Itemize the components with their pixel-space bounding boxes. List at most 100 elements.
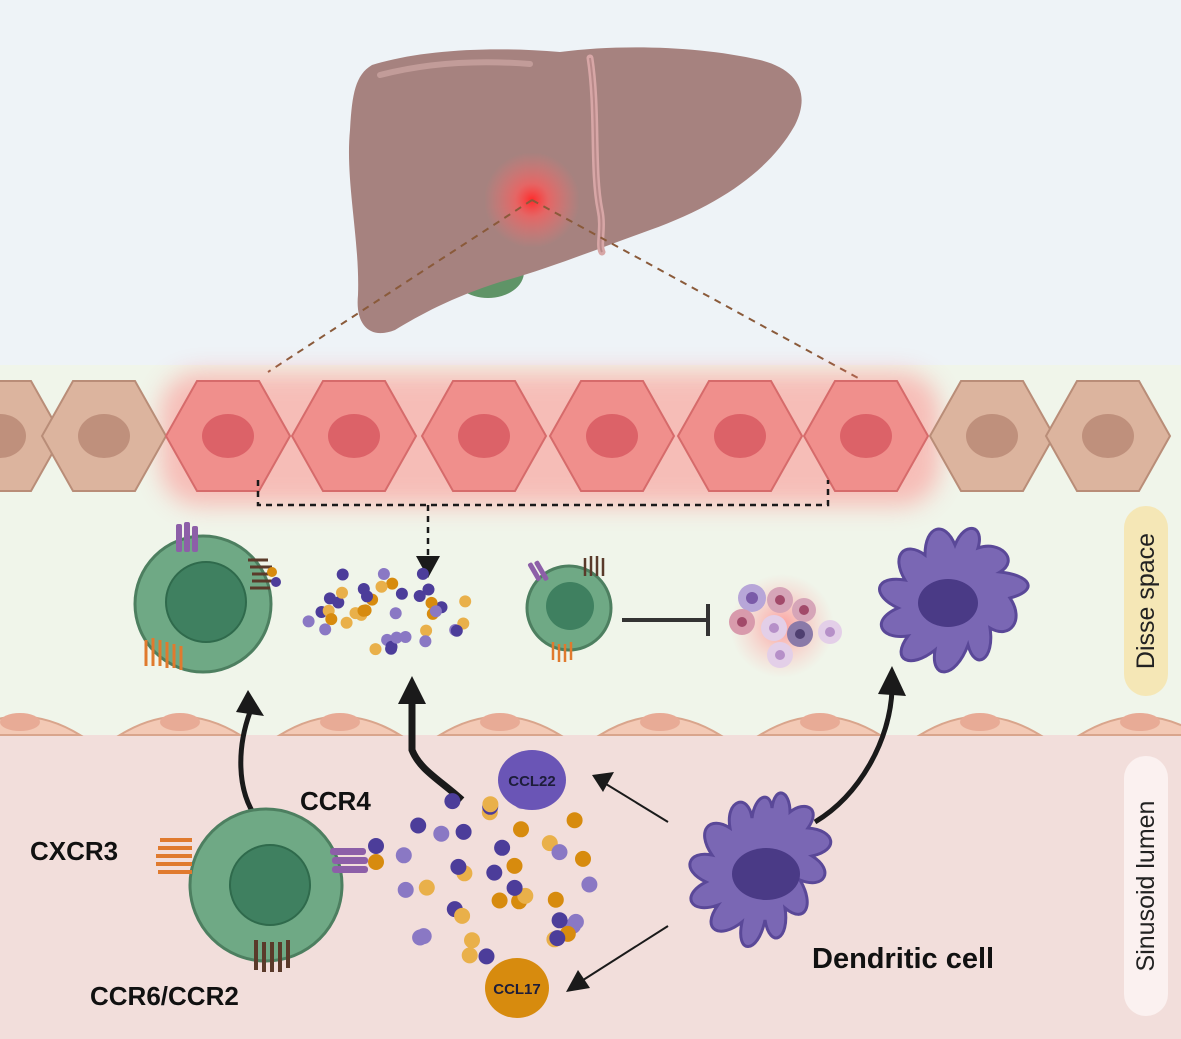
chemokine-dot-icon xyxy=(444,793,461,810)
endothelial-cell-row xyxy=(0,713,1181,736)
chemokine-dot-icon xyxy=(551,912,568,929)
ccl22-bubble: CCL22 xyxy=(498,750,566,810)
release-arrowhead xyxy=(416,556,440,578)
chemokine-dot-icon xyxy=(386,577,399,590)
chemokine-dot-icon xyxy=(422,583,435,596)
chemokine-dot-icon xyxy=(567,913,584,930)
chemokine-dot-icon xyxy=(410,817,427,834)
chemokine-dot-icon xyxy=(397,881,414,898)
chemokine-dot-icon xyxy=(332,596,345,609)
endothelial-cell-icon xyxy=(1076,713,1181,736)
disse-space-label: Disse space xyxy=(1132,533,1160,669)
arrow-head-tcell xyxy=(236,690,264,716)
arrow-head-ccl17 xyxy=(566,970,590,992)
chemokine-dot-icon xyxy=(336,586,348,599)
dendritic-cell-nucleus xyxy=(732,848,800,900)
chemokine-dot-icon xyxy=(385,642,398,655)
hepatocyte-icon xyxy=(290,380,418,492)
hepatocyte-icon xyxy=(676,380,804,492)
ccr4-label: CCR4 xyxy=(300,786,371,816)
chemokine-dot-icon xyxy=(486,864,503,881)
receptor-icon xyxy=(176,522,198,552)
endothelial-cell-icon xyxy=(436,713,564,736)
chemokine-dot-icon xyxy=(420,624,433,637)
endothelial-cell-icon xyxy=(0,713,84,736)
hepatocyte-icon xyxy=(420,380,548,492)
chemokine-dot-icon xyxy=(547,891,564,908)
disse-space-pill xyxy=(1124,506,1168,696)
endothelial-cell-icon xyxy=(756,713,884,736)
chemokine-dot-icon xyxy=(491,892,508,909)
chemokine-cloud-disse xyxy=(302,567,472,656)
dendritic-cell-lumen xyxy=(688,791,833,948)
zoom-line-right xyxy=(531,199,859,379)
endothelial-cell-icon xyxy=(916,713,1044,736)
t-cell-nucleus xyxy=(546,582,594,630)
chemokine-dot-icon xyxy=(461,947,478,964)
chemokine-dot-icon xyxy=(377,568,390,580)
dendritic-cell-nucleus xyxy=(918,579,978,627)
chemokine-dot-icon xyxy=(271,577,281,587)
t-cell-disse-middle xyxy=(525,556,613,662)
arrow-icon xyxy=(813,689,895,825)
chemokine-dot-icon xyxy=(551,844,568,861)
chemokine-dot-icon xyxy=(302,615,315,628)
chemokine-dot-icon xyxy=(368,854,384,870)
chemokine-dot-icon xyxy=(319,623,332,636)
t-cell-nucleus xyxy=(229,844,311,926)
sinusoid-lumen-pill xyxy=(1124,756,1168,1016)
chemokine-dot-icon xyxy=(450,858,467,875)
chemokine-cloud-lumen xyxy=(395,792,598,965)
chemokine-dot-icon xyxy=(433,825,450,842)
arrow-head-chemokines xyxy=(398,676,426,704)
ccl17-bubble: CCL17 xyxy=(485,958,549,1018)
receptor-icon xyxy=(551,642,573,662)
receptor-icon xyxy=(330,848,368,873)
chemokine-dot-icon xyxy=(413,590,426,602)
chemokine-dot-icon xyxy=(375,580,388,593)
ccr6-ccr2-label: CCR6/CCR2 xyxy=(90,981,239,1011)
endothelial-cell-icon xyxy=(596,713,724,736)
chemokine-dot-icon xyxy=(418,879,435,896)
endothelial-cell-icon xyxy=(276,713,404,736)
receptor-icon xyxy=(248,558,274,590)
t-cell-lumen xyxy=(156,807,384,972)
chemokine-dot-icon xyxy=(581,876,598,893)
hepatocyte-row xyxy=(0,380,1172,492)
arrow-head-dc xyxy=(878,666,906,696)
ccl17-label: CCL17 xyxy=(493,981,541,998)
chemokine-dot-icon xyxy=(369,643,382,656)
chemokine-dot-icon xyxy=(464,932,480,949)
hepatocyte-icon xyxy=(1044,380,1172,492)
chemokine-dot-icon xyxy=(549,930,566,947)
receptor-icon xyxy=(528,560,549,581)
zoom-line-left xyxy=(267,199,533,373)
receptor-icon xyxy=(156,838,192,874)
chemokine-dot-icon xyxy=(361,590,373,603)
chemokine-dot-icon xyxy=(340,616,353,629)
chemokine-dot-icon xyxy=(336,568,349,581)
hepatocyte-icon xyxy=(928,380,1056,492)
chemokine-dot-icon xyxy=(575,850,591,867)
chemokine-dot-icon xyxy=(325,613,338,626)
liver-icon xyxy=(348,47,802,334)
chemokine-dot-icon xyxy=(419,635,432,648)
cxcr3-label: CXCR3 xyxy=(30,836,118,866)
t-cell-disse-left xyxy=(133,522,281,674)
chemokine-dot-icon xyxy=(389,607,402,620)
chemokine-dot-icon xyxy=(494,839,511,856)
hepatocyte-icon xyxy=(40,380,168,492)
chemokine-dot-icon xyxy=(455,823,472,840)
chemokine-dot-icon xyxy=(357,604,370,617)
chemokine-dot-icon xyxy=(267,567,277,577)
endothelial-cell-icon xyxy=(116,713,244,736)
arrow-to-ccl22 xyxy=(605,783,669,823)
hepatocyte-icon xyxy=(802,380,930,492)
hepatocyte-icon xyxy=(548,380,676,492)
chemokine-dot-icon xyxy=(454,907,471,924)
chemokine-dot-icon xyxy=(482,796,499,813)
dendritic-cell-disse xyxy=(878,526,1030,674)
t-cell-nucleus xyxy=(165,561,247,643)
chemokine-dot-icon xyxy=(506,879,523,896)
